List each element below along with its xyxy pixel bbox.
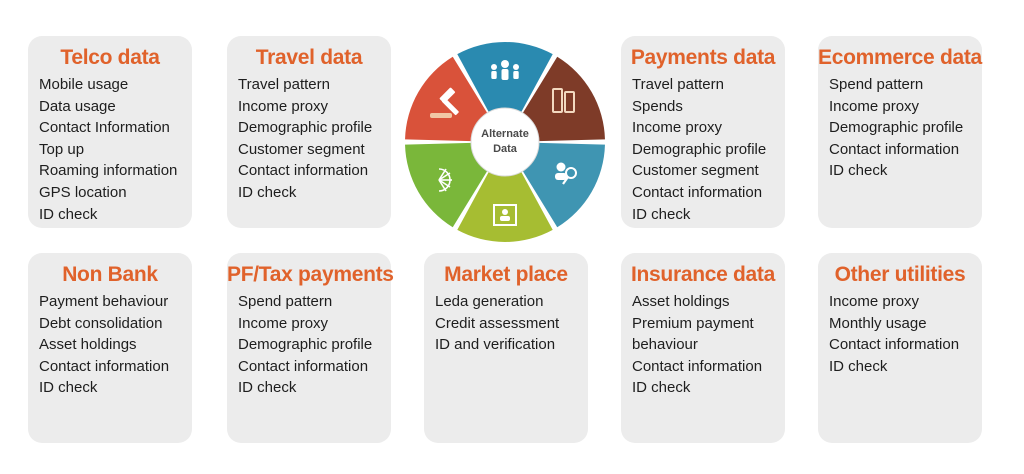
card-item-list: Asset holdings Premium payment behaviour… [621, 291, 785, 399]
card-item: Income proxy [829, 97, 920, 115]
id-frame-segment [457, 171, 553, 242]
card-title: Telco data [60, 46, 160, 69]
card-item: Demographic profile [632, 140, 767, 158]
card-item: ID check [829, 162, 888, 180]
card-item: ID check [632, 205, 691, 223]
card-title: Other utilities [834, 263, 966, 286]
card-item: Income proxy [632, 119, 723, 137]
card-title: Travel data [255, 46, 363, 69]
card-item: Spend pattern [829, 76, 924, 93]
card-item: ID check [238, 379, 297, 397]
card-item-list: Spend pattern Income proxy Demographic p… [227, 291, 391, 399]
card-item-list: Travel pattern Income proxy Demographic … [227, 74, 391, 204]
card-item: Travel pattern [238, 76, 330, 93]
card-item-list: Income proxy Monthly usage Contact infor… [818, 291, 982, 377]
card-title: Ecommerce data [818, 46, 982, 69]
card-item: Income proxy [238, 314, 329, 332]
card-item: Asset holdings [632, 293, 730, 310]
card-item: GPS location [39, 183, 127, 201]
card-item-list: Spend pattern Income proxy Demographic p… [818, 74, 982, 182]
card-item-list: Mobile usage Data usage Contact Informat… [28, 74, 192, 225]
card-item: Roaming information [39, 162, 178, 180]
card-item: Demographic profile [238, 336, 373, 354]
card-item: Demographic profile [238, 119, 373, 137]
card-item: Contact Information [39, 119, 170, 137]
card-item: Contact information [829, 140, 960, 158]
payments-data-card: Payments data Travel pattern Spends Inco… [621, 36, 785, 228]
card-title: PF/Tax payments [227, 263, 394, 286]
card-item: Monthly usage [829, 314, 927, 332]
ecommerce-data-card: Ecommerce data Spend pattern Income prox… [818, 36, 982, 228]
people-group-icon [491, 60, 519, 80]
wheel-graphic: Alternate Data [405, 41, 605, 242]
card-item-list: Leda generation Credit assessment ID and… [424, 291, 588, 356]
card-item-list: Payment behaviour Debt consolidation Ass… [28, 291, 192, 399]
card-item: Contact information [39, 357, 170, 375]
card-title: Insurance data [630, 263, 776, 286]
person-search-segment [522, 142, 605, 228]
card-item: Mobile usage [39, 76, 129, 93]
alternate-data-wheel: Alternate Data [397, 34, 613, 250]
card-item: Contact information [829, 336, 960, 354]
card-item: Customer segment [238, 140, 365, 158]
card-item: ID check [238, 183, 297, 201]
card-item: Income proxy [238, 97, 329, 115]
gavel-icon [430, 87, 459, 118]
card-item: Premium payment [632, 314, 754, 332]
card-item: Travel pattern [632, 76, 724, 93]
card-title: Market place [444, 263, 568, 286]
non-bank-card: Non Bank Payment behaviour Debt consolid… [28, 253, 192, 443]
card-item: Spend pattern [238, 293, 333, 310]
wheel-center [470, 107, 540, 177]
card-item: ID check [632, 379, 691, 397]
telco-data-card: Telco data Mobile usage Data usage Conta… [28, 36, 192, 228]
wheel-center-label-line2: Data [493, 143, 518, 155]
card-item: Asset holdings [39, 336, 137, 354]
card-item: ID check [39, 379, 98, 397]
documents-icon [552, 88, 575, 113]
card-item: Customer segment [632, 162, 759, 180]
card-item: Contact information [238, 162, 369, 180]
person-search-icon [555, 162, 577, 185]
globe-network-icon [438, 168, 452, 192]
card-item: Payment behaviour [39, 293, 169, 310]
card-item: ID and verification [435, 336, 556, 354]
card-item: Data usage [39, 97, 116, 115]
card-item: Contact information [632, 357, 763, 375]
card-item: Credit assessment [435, 314, 560, 332]
travel-data-card: Travel data Travel pattern Income proxy … [227, 36, 391, 228]
card-item: ID check [39, 205, 98, 223]
wheel-center-label-line1: Alternate [481, 128, 529, 140]
card-item: behaviour [632, 336, 698, 354]
card-item-list: Travel pattern Spends Income proxy Demog… [621, 74, 785, 225]
card-title: Non Bank [62, 263, 158, 286]
card-item: Income proxy [829, 293, 920, 310]
card-item: Contact information [238, 357, 369, 375]
card-item: ID check [829, 357, 888, 375]
card-item: Top up [39, 140, 85, 158]
card-item: Contact information [632, 183, 763, 201]
card-title: Payments data [630, 46, 776, 69]
documents-segment [522, 56, 605, 142]
card-item: Debt consolidation [39, 314, 163, 332]
card-item: Leda generation [435, 293, 544, 310]
card-item: Spends [632, 97, 683, 115]
other-utilities-card: Other utilities Income proxy Monthly usa… [818, 253, 982, 443]
market-place-card: Market place Leda generation Credit asse… [424, 253, 588, 443]
insurance-data-card: Insurance data Asset holdings Premium pa… [621, 253, 785, 443]
pf-tax-payments-card: PF/Tax payments Spend pattern Income pro… [227, 253, 394, 443]
id-frame-icon [493, 204, 517, 226]
card-item: Demographic profile [829, 119, 964, 137]
